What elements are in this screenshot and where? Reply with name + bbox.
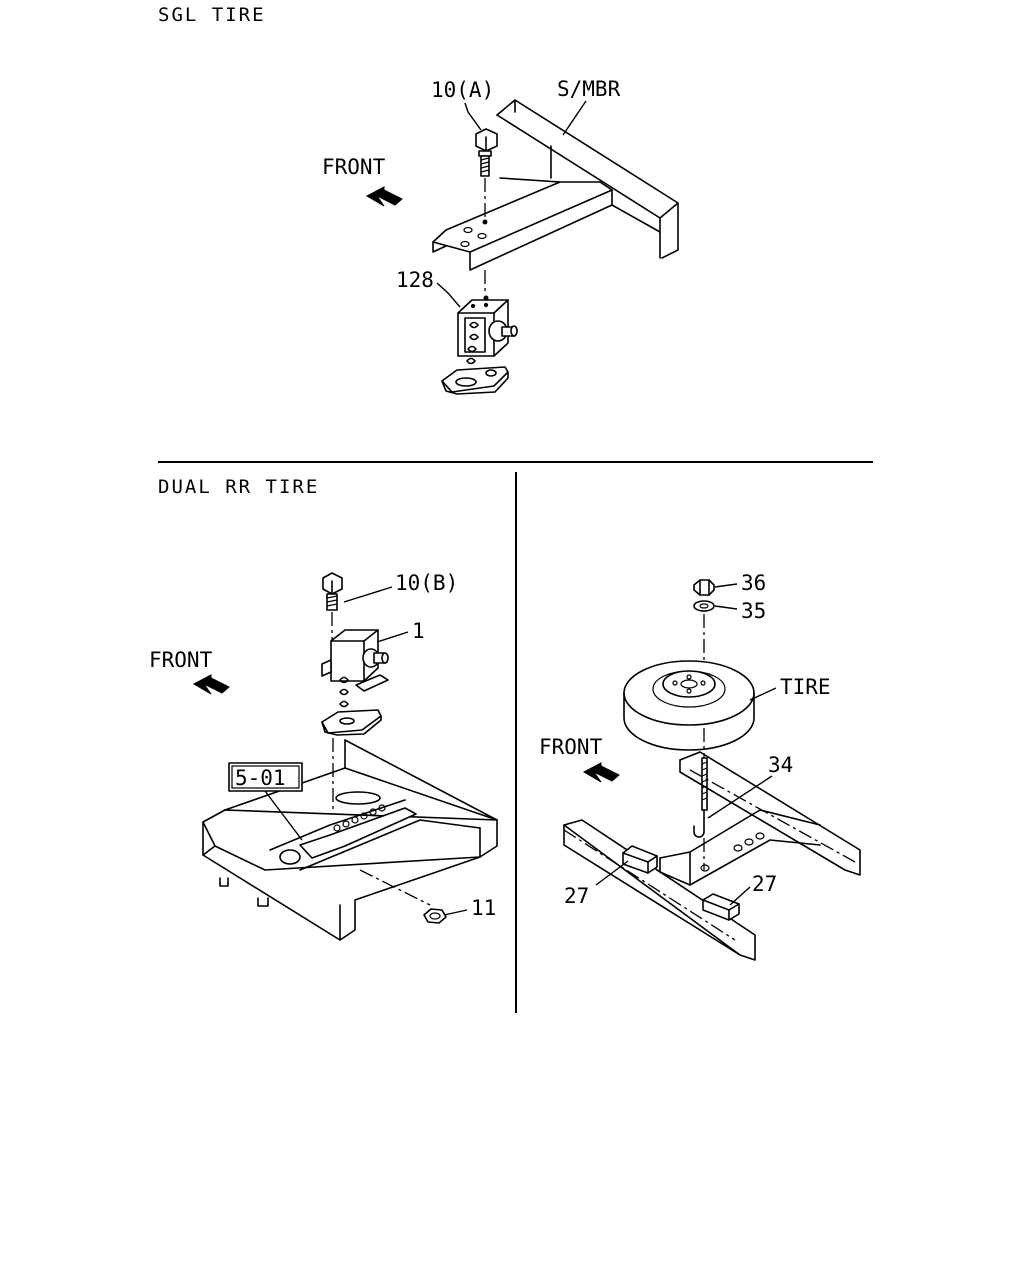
reference-box-5-01 (228, 762, 303, 792)
label-bolt-10a: 10(A) (431, 78, 494, 102)
spare-tire-carrier-1 (321, 629, 389, 815)
label-part-1: 1 (412, 619, 425, 643)
front-arrow-icon (192, 674, 230, 695)
section-title-sgl-tire: SGL TIRE (158, 4, 266, 26)
washer-35 (693, 600, 715, 612)
rubber-block-27-left (622, 845, 658, 874)
rubber-block-27-right (702, 893, 740, 921)
leader-side-member (562, 100, 587, 136)
cross-bracket (432, 177, 661, 271)
leader-part-128 (436, 282, 461, 308)
leader-part-27-left (595, 860, 629, 886)
leader-part-35 (714, 605, 738, 610)
bolt-10a (475, 128, 498, 225)
bolt-10b (322, 572, 343, 640)
leader-part-27-right (729, 886, 751, 906)
nut-11 (423, 908, 447, 924)
label-part-36: 36 (741, 571, 766, 595)
reference-box-5-01-inner (231, 765, 300, 789)
label-part-11: 11 (471, 896, 496, 920)
label-tire: TIRE (780, 675, 831, 699)
label-front-right: FRONT (539, 735, 603, 759)
nut-36 (693, 579, 715, 596)
label-front-left: FRONT (149, 648, 213, 672)
label-side-member: S/MBR (557, 77, 621, 101)
label-reference-5-01: 5-01 (235, 766, 286, 790)
label-part-34: 34 (768, 753, 793, 777)
label-front-top: FRONT (322, 155, 386, 179)
leader-bolt-10a (464, 102, 482, 131)
chassis-frame-right (563, 751, 861, 961)
leader-tire (749, 687, 777, 701)
label-part-27-left: 27 (564, 884, 589, 908)
leader-reference-5-01 (264, 790, 303, 841)
front-arrow-icon (582, 762, 620, 783)
chassis-frame-dual (202, 739, 498, 941)
label-part-35: 35 (741, 599, 766, 623)
section-title-dual-rr-tire: DUAL RR TIRE (158, 476, 319, 498)
label-part-128: 128 (396, 268, 434, 292)
side-member (496, 99, 679, 259)
spare-tire-carrier-128 (441, 295, 518, 395)
leader-part-36 (714, 583, 738, 588)
label-part-27-right: 27 (752, 872, 777, 896)
label-bolt-10b: 10(B) (395, 571, 458, 595)
spare-tire (623, 660, 755, 751)
leader-bolt-10b (343, 586, 393, 603)
leader-part-11 (443, 909, 468, 916)
leader-part-1 (376, 631, 409, 643)
leader-part-34 (707, 775, 773, 819)
front-arrow-icon (365, 186, 403, 207)
